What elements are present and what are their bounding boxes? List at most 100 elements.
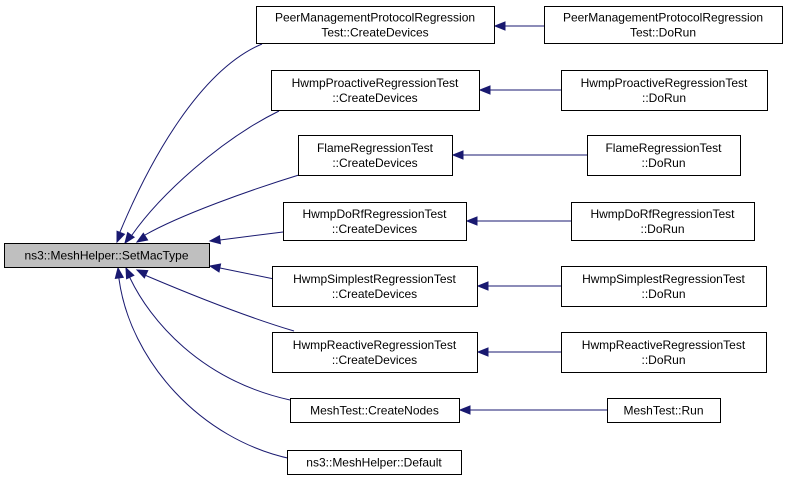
node-label: ::CreateDevices [332, 353, 417, 367]
edge-hdr_dr-to-hdr_cd [465, 216, 571, 226]
edge-hpr_cd-to-root [124, 110, 280, 245]
arrowhead-icon [208, 235, 222, 245]
edge-hs_cd-to-root [208, 263, 280, 281]
node-root[interactable]: ns3::MeshHelper::SetMacType [4, 243, 210, 268]
node-label: FlameRegressionTest [605, 141, 722, 155]
node-box[interactable] [561, 332, 767, 373]
edge-hs_dr-to-hs_cd [476, 281, 561, 291]
node-hdr_cd[interactable]: HwmpDoRfRegressionTest::CreateDevices [283, 202, 467, 241]
node-hre_cd[interactable]: HwmpReactiveRegressionTest::CreateDevice… [272, 332, 478, 373]
node-pmp_cd[interactable]: PeerManagementProtocolRegressionTest::Cr… [256, 6, 495, 44]
node-label: MeshTest::CreateNodes [310, 404, 439, 418]
node-box[interactable] [290, 398, 460, 423]
node-box[interactable] [571, 202, 755, 241]
arrowhead-icon [493, 21, 506, 31]
node-label: ::DoRun [641, 353, 685, 367]
arrowhead-icon [458, 405, 471, 415]
node-box[interactable] [287, 450, 462, 475]
node-box[interactable] [272, 266, 478, 307]
node-mt_cn[interactable]: MeshTest::CreateNodes [290, 398, 460, 423]
node-label: HwmpProactiveRegressionTest [581, 76, 748, 90]
node-hpr_dr[interactable]: HwmpProactiveRegressionTest::DoRun [561, 70, 768, 111]
arrowhead-icon [135, 232, 149, 243]
node-mh_def[interactable]: ns3::MeshHelper::Default [287, 450, 462, 475]
node-hs_dr[interactable]: HwmpSimplestRegressionTest::DoRun [561, 266, 767, 307]
node-label: PeerManagementProtocolRegression [563, 11, 763, 25]
edge-line [209, 231, 284, 242]
edge-mh_def-to-root [114, 266, 293, 460]
edge-mt_cn-to-root [125, 266, 291, 401]
edge-line [209, 265, 280, 281]
node-box[interactable] [544, 6, 783, 44]
node-box[interactable] [561, 70, 768, 111]
arrowhead-icon [114, 266, 125, 280]
node-box[interactable] [283, 202, 467, 241]
node-box[interactable] [298, 135, 453, 176]
edge-hdr_cd-to-root [208, 231, 284, 245]
node-label: ns3::MeshHelper::Default [306, 456, 442, 470]
node-pmp_dr[interactable]: PeerManagementProtocolRegressionTest::Do… [544, 6, 783, 44]
edge-pmp_dr-to-pmp_cd [493, 21, 544, 31]
edge-line [124, 110, 280, 244]
node-mt_run[interactable]: MeshTest::Run [607, 398, 721, 423]
node-label: HwmpReactiveRegressionTest [582, 338, 746, 352]
arrowhead-icon [476, 281, 489, 291]
edge-line [117, 267, 293, 460]
node-box[interactable] [271, 70, 480, 111]
node-hdr_dr[interactable]: HwmpDoRfRegressionTest::DoRun [571, 202, 755, 241]
nodes-layer: ns3::MeshHelper::SetMacType PeerManagemen… [4, 6, 783, 475]
node-label: ::CreateDevices [332, 287, 417, 301]
arrowhead-icon [208, 263, 222, 273]
edge-hre_cd-to-root [135, 269, 295, 332]
edge-hpr_dr-to-hpr_cd [478, 85, 561, 95]
node-label: ::DoRun [641, 156, 685, 170]
edge-fl_dr-to-fl_cd [451, 150, 587, 160]
node-hre_dr[interactable]: HwmpReactiveRegressionTest::DoRun [561, 332, 767, 373]
node-label: HwmpReactiveRegressionTest [293, 338, 457, 352]
node-label: Test::DoRun [630, 26, 696, 40]
node-box[interactable] [587, 135, 741, 176]
arrowhead-icon [476, 347, 489, 357]
arrowhead-icon [451, 150, 464, 160]
node-label: ns3::MeshHelper::SetMacType [24, 249, 188, 263]
node-label: ::DoRun [640, 222, 684, 236]
node-label: ::CreateDevices [332, 91, 417, 105]
edge-line [136, 269, 295, 332]
node-label: FlameRegressionTest [317, 141, 434, 155]
arrowhead-icon [116, 230, 126, 244]
arrowhead-icon [124, 231, 136, 245]
edge-pmp_cd-to-root [116, 43, 263, 244]
node-box[interactable] [4, 243, 210, 268]
node-label: ::CreateDevices [332, 156, 417, 170]
node-label: HwmpSimplestRegressionTest [293, 272, 456, 286]
node-label: HwmpDoRfRegressionTest [590, 207, 735, 221]
node-label: ::DoRun [641, 287, 685, 301]
edge-line [136, 173, 303, 243]
node-label: HwmpSimplestRegressionTest [582, 272, 745, 286]
node-box[interactable] [256, 6, 495, 44]
edge-hre_dr-to-hre_cd [476, 347, 561, 357]
node-fl_dr[interactable]: FlameRegressionTest::DoRun [587, 135, 741, 176]
node-label: HwmpProactiveRegressionTest [292, 76, 459, 90]
arrowhead-icon [135, 269, 149, 279]
node-fl_cd[interactable]: FlameRegressionTest::CreateDevices [298, 135, 453, 176]
node-label: ::DoRun [642, 91, 686, 105]
node-hs_cd[interactable]: HwmpSimplestRegressionTest::CreateDevice… [272, 266, 478, 307]
edge-fl_cd-to-root [135, 173, 303, 243]
arrowhead-icon [465, 216, 478, 226]
edge-line [116, 43, 263, 243]
node-hpr_cd[interactable]: HwmpProactiveRegressionTest::CreateDevic… [271, 70, 480, 111]
node-box[interactable] [561, 266, 767, 307]
edge-mt_run-to-mt_cn [458, 405, 607, 415]
node-label: Test::CreateDevices [321, 26, 428, 40]
node-box[interactable] [607, 398, 721, 423]
node-label: ::CreateDevices [332, 222, 417, 236]
node-box[interactable] [272, 332, 478, 373]
arrowhead-icon [478, 85, 491, 95]
node-label: MeshTest::Run [623, 404, 703, 418]
node-label: HwmpDoRfRegressionTest [302, 207, 447, 221]
node-label: PeerManagementProtocolRegression [275, 11, 475, 25]
arrowhead-icon [125, 266, 135, 280]
edge-line [125, 267, 291, 401]
